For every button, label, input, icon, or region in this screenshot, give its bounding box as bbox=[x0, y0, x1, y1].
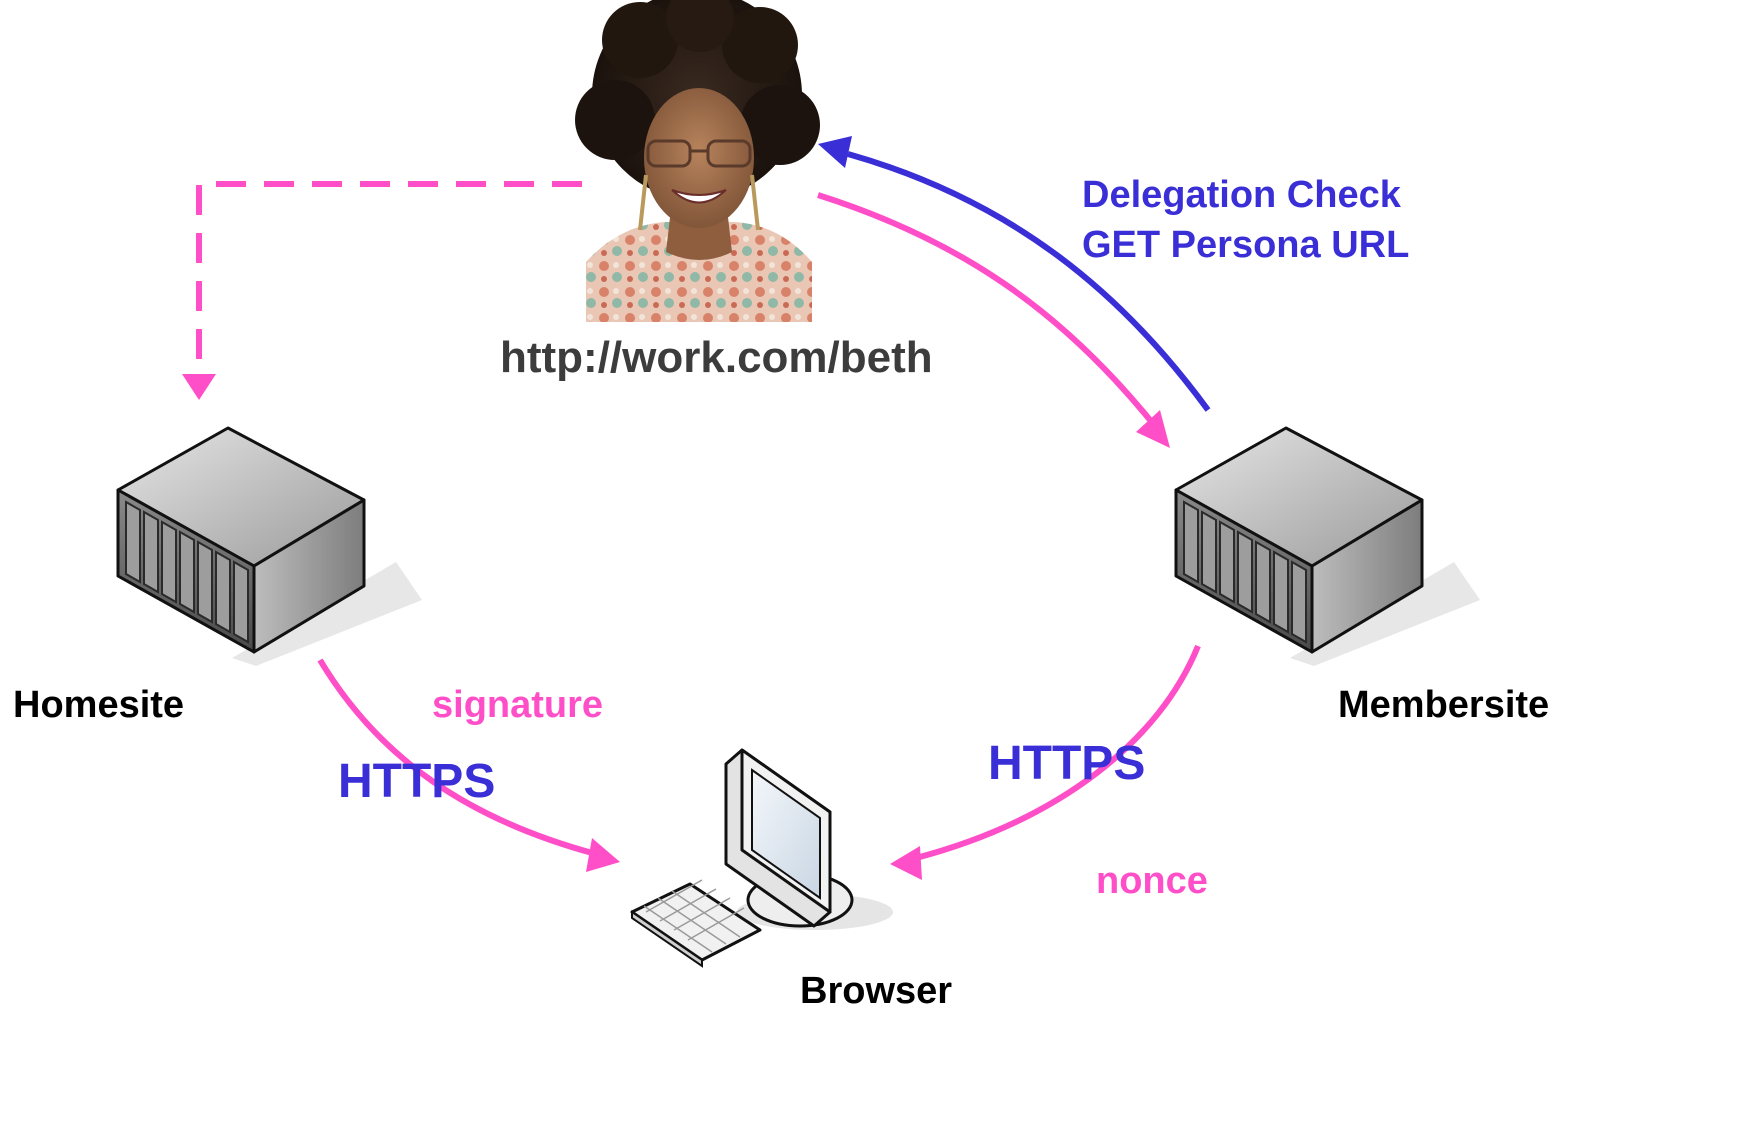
membersite-to-browser-arrowhead bbox=[890, 846, 922, 880]
delegation-check-arrow bbox=[847, 151, 1211, 412]
persona-to-membersite-arrow bbox=[817, 192, 1153, 422]
signature-label: signature bbox=[432, 684, 604, 726]
homesite-to-browser-arrow bbox=[317, 658, 597, 857]
persona-url-label: http://work.com/beth bbox=[500, 333, 933, 382]
browser-label: Browser bbox=[800, 970, 953, 1012]
homesite-https-label: HTTPS bbox=[338, 755, 496, 808]
membersite-label: Membersite bbox=[1338, 684, 1550, 726]
blouse-shape bbox=[586, 222, 812, 322]
persona-to-homesite-arrowhead bbox=[182, 374, 216, 400]
delegation-check-label: Delegation Check GET Persona URL bbox=[1082, 170, 1409, 270]
persona-to-membersite-arrowhead bbox=[1136, 410, 1170, 448]
homesite-label: Homesite bbox=[13, 684, 185, 726]
delegation-check-line2: GET Persona URL bbox=[1082, 224, 1410, 267]
browser-computer-icon bbox=[630, 748, 893, 968]
membersite-to-browser-arrow bbox=[915, 644, 1201, 861]
face-shape bbox=[644, 88, 754, 228]
glasses-shape bbox=[646, 139, 752, 168]
delegation-check-arrowhead bbox=[818, 136, 852, 168]
membersite-https-label: HTTPS bbox=[988, 737, 1146, 790]
delegation-check-line1: Delegation Check bbox=[1082, 174, 1401, 216]
membersite-server-icon bbox=[1174, 426, 1480, 666]
homesite-server-icon bbox=[116, 426, 422, 666]
homesite-to-browser-arrowhead bbox=[586, 838, 620, 872]
persona-photo bbox=[575, 0, 820, 322]
nonce-label: nonce bbox=[1096, 860, 1208, 902]
